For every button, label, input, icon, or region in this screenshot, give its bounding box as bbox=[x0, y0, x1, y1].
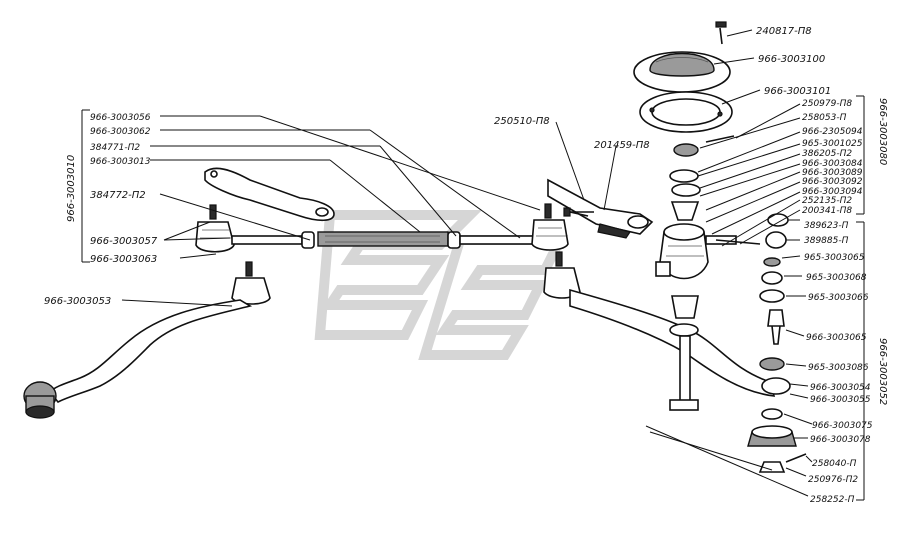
label-258252: 258252-П bbox=[810, 495, 855, 505]
washer-1 bbox=[673, 143, 699, 157]
vlabel-right-lower-group: 966-3003052 bbox=[877, 338, 888, 405]
label-top-bolt: 240817-П8 bbox=[756, 26, 812, 37]
bracket-arm-upper bbox=[547, 178, 654, 239]
label-965-3003066: 965-3003066 bbox=[808, 293, 869, 303]
label-966-3003055: 966-3003055 bbox=[810, 395, 871, 405]
leader-lines bbox=[121, 29, 813, 497]
spring-ring bbox=[759, 357, 785, 371]
pivot-bracket-body bbox=[655, 223, 737, 280]
cover-gasket bbox=[639, 91, 733, 133]
label-966-3003063: 966-3003063 bbox=[90, 254, 157, 265]
label-384771: 384771-П2 bbox=[90, 143, 140, 153]
label-965-3001025: 965-3001025 bbox=[802, 139, 863, 149]
label-966-3003062: 966-3003062 bbox=[90, 127, 151, 137]
label-966-3003013: 966-3003013 bbox=[90, 157, 151, 167]
vlabel-left-group: 966-3003010 bbox=[66, 155, 77, 222]
part-labels: 240817-П8 966-3003100 966-3003101 250979… bbox=[44, 26, 888, 505]
ball bbox=[765, 231, 787, 249]
label-386205: 386205-П2 bbox=[802, 149, 852, 159]
left-group-bracket bbox=[81, 109, 90, 263]
ball-joint-left bbox=[195, 204, 315, 253]
label-258053: 258053-П bbox=[802, 113, 847, 123]
label-966-3003089: 966-3003089 bbox=[802, 168, 863, 178]
seal bbox=[761, 408, 783, 420]
vlabel-right-upper-group: 966-3003080 bbox=[877, 98, 888, 165]
washer-2 bbox=[669, 169, 699, 183]
label-966-3003053: 966-3003053 bbox=[44, 296, 111, 307]
label-258040: 258040-П bbox=[812, 459, 857, 469]
label-966-3003054: 966-3003054 bbox=[810, 383, 871, 393]
adjuster-pin bbox=[715, 239, 761, 245]
spring-seat bbox=[759, 289, 785, 303]
label-965-3003068: 965-3003068 bbox=[806, 273, 867, 283]
pitman-lever bbox=[204, 167, 335, 222]
lever-hole-large bbox=[315, 207, 329, 217]
label-389623: 389623-П bbox=[804, 221, 849, 231]
label-384772: 384772-П2 bbox=[90, 190, 146, 201]
label-389885: 389885-П bbox=[804, 236, 849, 246]
label-966-2305094: 966-2305094 bbox=[802, 127, 863, 137]
label-201459: 201459-П8 bbox=[594, 140, 650, 151]
seat-2 bbox=[761, 271, 783, 285]
dust-cover bbox=[633, 51, 731, 93]
label-965-3003086: 965-3003086 bbox=[808, 363, 869, 373]
idler-arm-right bbox=[543, 251, 776, 397]
nut-ring bbox=[761, 377, 791, 395]
label-966-3003094: 966-3003094 bbox=[802, 187, 863, 197]
right-upper-bracket bbox=[856, 95, 865, 215]
label-252135: 252135-П2 bbox=[802, 196, 852, 206]
cotter-pin-upper bbox=[705, 135, 735, 143]
label-966-3003056: 966-3003056 bbox=[90, 113, 151, 123]
castle-nut-top bbox=[751, 425, 793, 439]
idler-arm-left bbox=[23, 261, 271, 419]
ball-cap bbox=[767, 213, 789, 227]
bolt-250510 bbox=[563, 207, 589, 217]
top-bolt bbox=[715, 21, 727, 45]
ball-joint-center bbox=[531, 203, 569, 251]
cotter-pin-lower bbox=[785, 453, 807, 463]
lever-hole-small bbox=[210, 170, 218, 178]
label-250510: 250510-П8 bbox=[494, 116, 550, 127]
label-250979: 250979-П8 bbox=[802, 99, 852, 109]
seat-1 bbox=[763, 257, 781, 267]
label-dust-cover: 966-3003100 bbox=[758, 54, 825, 65]
label-966-3003084: 966-3003084 bbox=[802, 159, 863, 169]
label-966-3003065: 966-3003065 bbox=[806, 333, 867, 343]
washer-3 bbox=[671, 183, 701, 197]
ball-pin bbox=[767, 309, 785, 345]
bushing-lower bbox=[671, 295, 699, 319]
pivot-pin bbox=[669, 335, 699, 411]
label-966-3003092: 966-3003092 bbox=[802, 177, 863, 187]
hex-nut bbox=[758, 461, 786, 473]
right-lower-bracket bbox=[856, 221, 865, 501]
label-965-3003065: 965-3003065 bbox=[804, 253, 865, 263]
label-966-3003075: 966-3003075 bbox=[812, 421, 873, 431]
label-966-3003057: 966-3003057 bbox=[90, 236, 158, 247]
bushing-upper bbox=[670, 201, 700, 221]
label-966-3003078: 966-3003078 bbox=[810, 435, 871, 445]
tie-rod-tube bbox=[317, 231, 541, 249]
label-250976: 250976-П2 bbox=[808, 475, 858, 485]
label-cover-gasket: 966-3003101 bbox=[764, 86, 831, 97]
label-200341: 200341-П8 bbox=[802, 206, 852, 216]
